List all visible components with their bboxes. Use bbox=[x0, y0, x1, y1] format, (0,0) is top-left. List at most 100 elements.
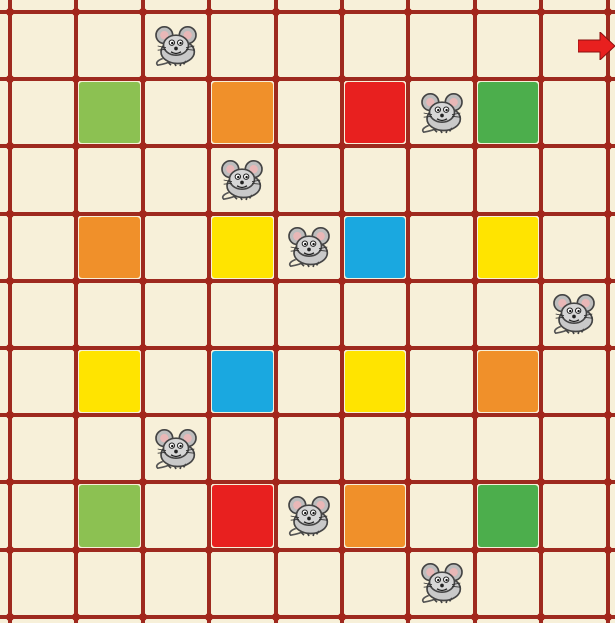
colored-tile-blue[interactable] bbox=[345, 217, 405, 278]
board-cell[interactable] bbox=[276, 348, 342, 415]
board-cell[interactable] bbox=[408, 281, 474, 348]
board-cell[interactable] bbox=[143, 482, 209, 549]
board-cell[interactable] bbox=[408, 348, 474, 415]
board-cell[interactable] bbox=[76, 550, 142, 617]
board-cell[interactable] bbox=[408, 415, 474, 482]
board-cell[interactable] bbox=[342, 281, 408, 348]
board-cell[interactable] bbox=[76, 415, 142, 482]
board-cell[interactable] bbox=[209, 12, 275, 79]
board-cell[interactable] bbox=[143, 214, 209, 281]
mouse-icon[interactable] bbox=[217, 159, 267, 205]
board-cell[interactable] bbox=[10, 348, 76, 415]
board-cell[interactable] bbox=[541, 214, 607, 281]
board-cell[interactable] bbox=[10, 214, 76, 281]
board-cell[interactable] bbox=[143, 550, 209, 617]
grid-node bbox=[471, 613, 479, 621]
grid-node bbox=[537, 546, 545, 554]
grid-line-vertical bbox=[74, 0, 78, 623]
grid-node bbox=[471, 8, 479, 16]
grid-node bbox=[139, 411, 147, 419]
colored-tile-orange[interactable] bbox=[212, 82, 272, 143]
board-cell[interactable] bbox=[276, 79, 342, 146]
board-cell[interactable] bbox=[209, 281, 275, 348]
board-cell[interactable] bbox=[342, 415, 408, 482]
board-cell[interactable] bbox=[475, 415, 541, 482]
board-cell[interactable] bbox=[76, 281, 142, 348]
board-cell[interactable] bbox=[209, 550, 275, 617]
grid-node bbox=[338, 277, 346, 285]
board-cell[interactable] bbox=[143, 79, 209, 146]
colored-tile-yellow[interactable] bbox=[478, 217, 538, 278]
mouse-icon[interactable] bbox=[284, 226, 334, 272]
board-cell[interactable] bbox=[541, 482, 607, 549]
board-cell[interactable] bbox=[541, 550, 607, 617]
grid-node bbox=[404, 546, 412, 554]
colored-tile-orange[interactable] bbox=[79, 217, 139, 278]
board-cell[interactable] bbox=[276, 146, 342, 213]
board-cell[interactable] bbox=[475, 12, 541, 79]
mouse-icon[interactable] bbox=[417, 92, 467, 138]
board-cell[interactable] bbox=[10, 415, 76, 482]
board-cell[interactable] bbox=[541, 79, 607, 146]
board-cell[interactable] bbox=[475, 281, 541, 348]
mouse-icon[interactable] bbox=[549, 293, 599, 339]
colored-tile-yellow[interactable] bbox=[345, 351, 405, 412]
grid-line-vertical bbox=[141, 0, 145, 623]
grid-line-horizontal bbox=[0, 77, 615, 81]
board-cell[interactable] bbox=[10, 12, 76, 79]
colored-tile-green[interactable] bbox=[478, 82, 538, 143]
board-cell[interactable] bbox=[276, 550, 342, 617]
board-cell[interactable] bbox=[143, 146, 209, 213]
mouse-icon[interactable] bbox=[151, 25, 201, 71]
board-cell[interactable] bbox=[408, 214, 474, 281]
colored-tile-blue[interactable] bbox=[212, 351, 272, 412]
colored-tile-light-green[interactable] bbox=[79, 485, 139, 546]
board-cell[interactable] bbox=[276, 281, 342, 348]
board-cell[interactable] bbox=[209, 415, 275, 482]
board-cell[interactable] bbox=[10, 482, 76, 549]
mouse-icon[interactable] bbox=[417, 562, 467, 608]
board-cell[interactable] bbox=[408, 146, 474, 213]
grid-line-horizontal bbox=[0, 346, 615, 350]
grid-node bbox=[471, 344, 479, 352]
colored-tile-light-green[interactable] bbox=[79, 82, 139, 143]
board-cell[interactable] bbox=[541, 415, 607, 482]
board-cell[interactable] bbox=[541, 348, 607, 415]
grid-node bbox=[205, 546, 213, 554]
colored-tile-green[interactable] bbox=[478, 485, 538, 546]
board-cell[interactable] bbox=[10, 146, 76, 213]
board-cell[interactable] bbox=[475, 146, 541, 213]
board-cell[interactable] bbox=[408, 12, 474, 79]
board-cell[interactable] bbox=[541, 146, 607, 213]
board-cell[interactable] bbox=[143, 281, 209, 348]
board-cell[interactable] bbox=[10, 550, 76, 617]
colored-tile-yellow[interactable] bbox=[212, 217, 272, 278]
grid-line-vertical bbox=[340, 0, 344, 623]
board-cell[interactable] bbox=[10, 281, 76, 348]
grid-node bbox=[272, 411, 280, 419]
board-cell[interactable] bbox=[76, 146, 142, 213]
mouse-icon[interactable] bbox=[151, 428, 201, 474]
colored-tile-yellow[interactable] bbox=[79, 351, 139, 412]
colored-tile-orange[interactable] bbox=[345, 485, 405, 546]
grid-line-vertical bbox=[406, 0, 410, 623]
board-cell[interactable] bbox=[475, 550, 541, 617]
grid-node bbox=[471, 75, 479, 83]
board-cell[interactable] bbox=[276, 415, 342, 482]
board-cell[interactable] bbox=[10, 79, 76, 146]
board-cell[interactable] bbox=[342, 146, 408, 213]
board-cell[interactable] bbox=[408, 482, 474, 549]
board-cell[interactable] bbox=[342, 12, 408, 79]
board-cell[interactable] bbox=[76, 12, 142, 79]
board-cell[interactable] bbox=[143, 348, 209, 415]
grid-node bbox=[205, 210, 213, 218]
colored-tile-red[interactable] bbox=[212, 485, 272, 546]
colored-tile-red[interactable] bbox=[345, 82, 405, 143]
mouse-icon[interactable] bbox=[284, 495, 334, 541]
board-cell[interactable] bbox=[342, 550, 408, 617]
board-cell[interactable] bbox=[276, 12, 342, 79]
colored-tile-orange[interactable] bbox=[478, 351, 538, 412]
grid-line-vertical bbox=[207, 0, 211, 623]
grid-node bbox=[139, 8, 147, 16]
